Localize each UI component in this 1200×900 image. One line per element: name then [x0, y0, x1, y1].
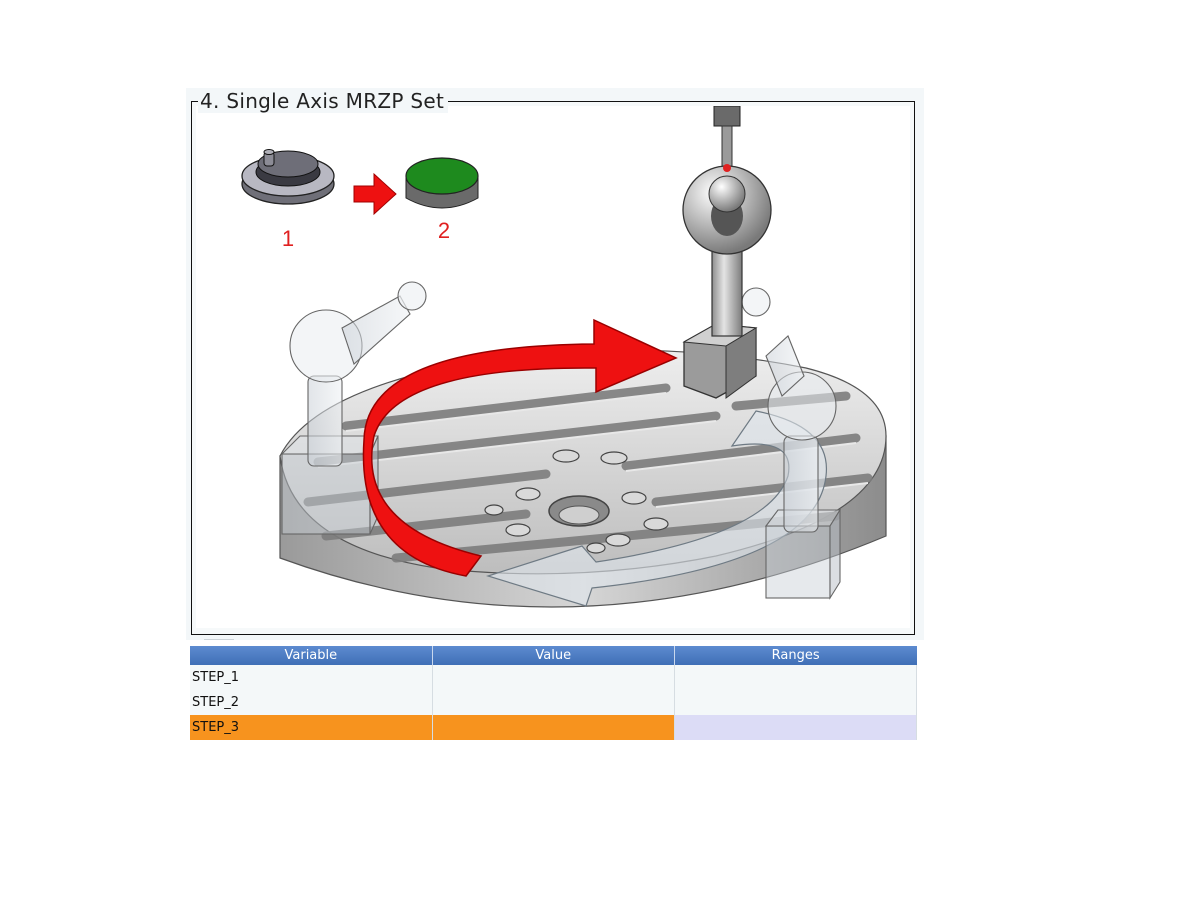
column-header-value[interactable]: Value — [432, 646, 675, 665]
table-row-selected[interactable]: STEP_3 — [190, 715, 918, 740]
column-header-variable[interactable]: Variable — [190, 646, 433, 665]
cell-variable[interactable]: STEP_1 — [190, 665, 433, 690]
variable-table: Variable Value Ranges STEP_1 STEP_2 STEP… — [190, 646, 918, 740]
cell-variable[interactable]: STEP_2 — [190, 690, 433, 715]
step-label-2: 2 — [438, 218, 450, 243]
spindle-probe — [713, 106, 741, 172]
cell-ranges[interactable] — [674, 690, 918, 715]
splitter-handle[interactable] — [204, 639, 234, 640]
table-row[interactable]: STEP_2 — [190, 690, 918, 715]
cell-value[interactable] — [432, 715, 675, 740]
panel-frame: 1 2 — [191, 101, 915, 635]
column-header-ranges[interactable]: Ranges — [674, 646, 917, 665]
mrzp-illustration: 1 2 — [196, 106, 910, 628]
step-label-1: 1 — [282, 226, 294, 251]
cell-variable[interactable]: STEP_3 — [190, 715, 433, 740]
calibration-sphere — [682, 165, 772, 399]
handle-jog-icon — [241, 149, 335, 205]
step-arrow-icon — [353, 172, 397, 216]
rotation-arrow — [362, 318, 678, 577]
cell-ranges[interactable] — [674, 715, 918, 740]
cell-ranges[interactable] — [674, 665, 918, 690]
cell-value[interactable] — [432, 690, 675, 715]
probe-ghost-right — [741, 287, 841, 600]
cell-value[interactable] — [432, 665, 675, 690]
panel-title: 4. Single Axis MRZP Set — [198, 89, 449, 113]
table-row[interactable]: STEP_1 — [190, 665, 918, 690]
mrzp-step-panel: 1 2 4. Single Axis MRZP Set — [186, 88, 924, 640]
cycle-start-button-icon — [405, 157, 479, 209]
